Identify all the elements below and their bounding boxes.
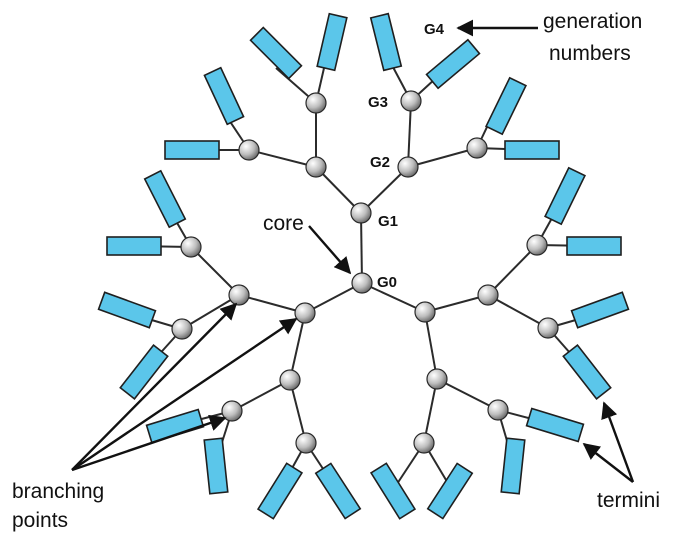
terminal-group (504, 140, 560, 160)
terminal-group (164, 140, 220, 160)
terminal-group (562, 344, 612, 400)
branch-node (295, 432, 317, 454)
label-g4: G4 (424, 21, 445, 38)
terminal-group (485, 76, 527, 136)
terminal-group (566, 236, 622, 256)
label-g2: G2 (370, 154, 390, 171)
generation-numbers-line1: generation (543, 10, 642, 33)
branch-node (397, 156, 419, 178)
terminal-group (500, 437, 526, 495)
branch-node (477, 284, 499, 306)
label-g0: G0 (377, 274, 397, 291)
branch-node (537, 317, 559, 339)
branch-node (526, 234, 548, 256)
branch-node (221, 400, 243, 422)
terminal-group (570, 291, 630, 329)
annotation-arrows (71, 19, 635, 483)
branch-node (305, 156, 327, 178)
branch-node (180, 236, 202, 258)
termini-label: termini (597, 489, 660, 512)
terminal-group (256, 462, 304, 520)
terminal-group (369, 12, 403, 72)
terminal-group (525, 407, 585, 443)
label-g1: G1 (378, 213, 398, 230)
branching-arrow (71, 318, 298, 471)
branch-node (400, 90, 422, 112)
branching-arrow (71, 302, 238, 471)
branch-node (171, 318, 193, 340)
branch-node (350, 202, 372, 224)
branching-arrow (71, 414, 227, 472)
branch-node (279, 369, 301, 391)
terminal-group (425, 38, 481, 90)
branch-node (294, 302, 316, 324)
terminal-group (426, 462, 474, 520)
terminal-group (203, 437, 229, 495)
terminal-group (203, 66, 245, 126)
branch-node (228, 284, 250, 306)
termini-group (97, 12, 630, 520)
branching-points-line2: points (12, 509, 68, 532)
label-g3: G3 (368, 94, 388, 111)
termini-arrow (601, 401, 635, 483)
core-label: core (263, 212, 304, 235)
branch-node (487, 399, 509, 421)
terminal-group (544, 166, 586, 226)
branch-node (305, 92, 327, 114)
branching-points-line1: branching (12, 480, 104, 503)
generation-numbers-line2: numbers (549, 42, 631, 65)
terminal-group (314, 462, 362, 520)
terminal-group (119, 344, 169, 400)
terminal-group (369, 462, 417, 520)
core-arrow (308, 225, 352, 275)
termini-arrow (582, 442, 634, 483)
terminal-group (97, 291, 157, 329)
branch-node (414, 301, 436, 323)
branching-nodes (171, 90, 559, 454)
branch-node (413, 432, 435, 454)
branch-node (238, 139, 260, 161)
terminal-group (106, 236, 162, 256)
branch-node (466, 137, 488, 159)
terminal-group (249, 26, 303, 80)
terminal-group (143, 169, 187, 229)
terminal-group (316, 12, 348, 72)
core-node (351, 272, 373, 294)
branch-node (426, 368, 448, 390)
labels: G0 G1 G2 G3 G4 generation numbers core b… (12, 10, 660, 532)
